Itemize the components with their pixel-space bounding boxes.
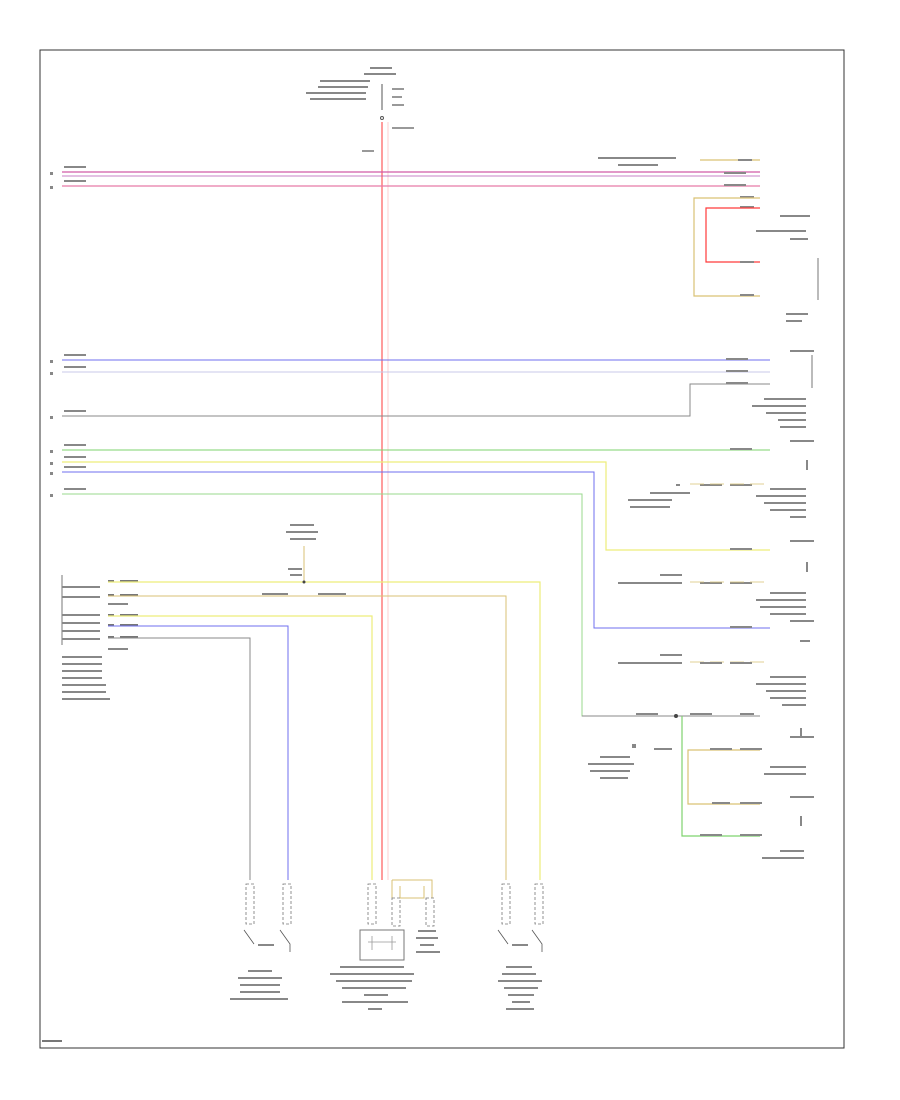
page-footer-mark: [42, 1040, 62, 1042]
fuse-side-label: [362, 88, 414, 152]
wire-blue-module-4: [108, 625, 289, 880]
component-bottom-center: [330, 879, 440, 1010]
wire-tan-module-2: [108, 595, 507, 880]
component-bottom-left: [230, 883, 292, 1000]
left-pin-labels-low: [50, 444, 86, 497]
fuse-block-label: [306, 67, 396, 100]
component-pressure-sensor: [726, 350, 814, 428]
splice-labels: [636, 713, 754, 715]
module-left-pin-nums: [108, 580, 138, 638]
ground-connector-mid: [262, 524, 346, 595]
wire-green-2: [62, 493, 760, 717]
fuse-symbol: [380, 84, 384, 120]
wire-yellow-sensor: [687, 749, 760, 805]
component-right-upper: [740, 215, 810, 322]
wire-red-loop: [705, 207, 760, 263]
component-sensor-labels: [588, 728, 814, 859]
wire-gray-module-5: [108, 637, 251, 880]
wire-green-sensor: [681, 716, 760, 837]
module-left-labels: [62, 586, 128, 700]
splice-point: [674, 714, 678, 718]
wire-yellow-1: [62, 461, 770, 551]
wire-yellow-module-1: [108, 581, 541, 880]
left-pin-labels-mid: [50, 354, 86, 419]
wire-blue-2: [62, 471, 770, 629]
diagram-frame: [39, 49, 845, 1049]
component-bottom-right: [497, 883, 544, 1010]
wire-tan-loop: [693, 197, 760, 297]
component-left-front-labels: [618, 654, 806, 706]
component-right-mid-labels: [618, 440, 814, 642]
wire-yellow-module-3: [108, 615, 373, 880]
left-pin-labels-top: [50, 166, 86, 189]
right-top-labels: [598, 157, 754, 208]
wire-gray-2: [62, 383, 770, 417]
